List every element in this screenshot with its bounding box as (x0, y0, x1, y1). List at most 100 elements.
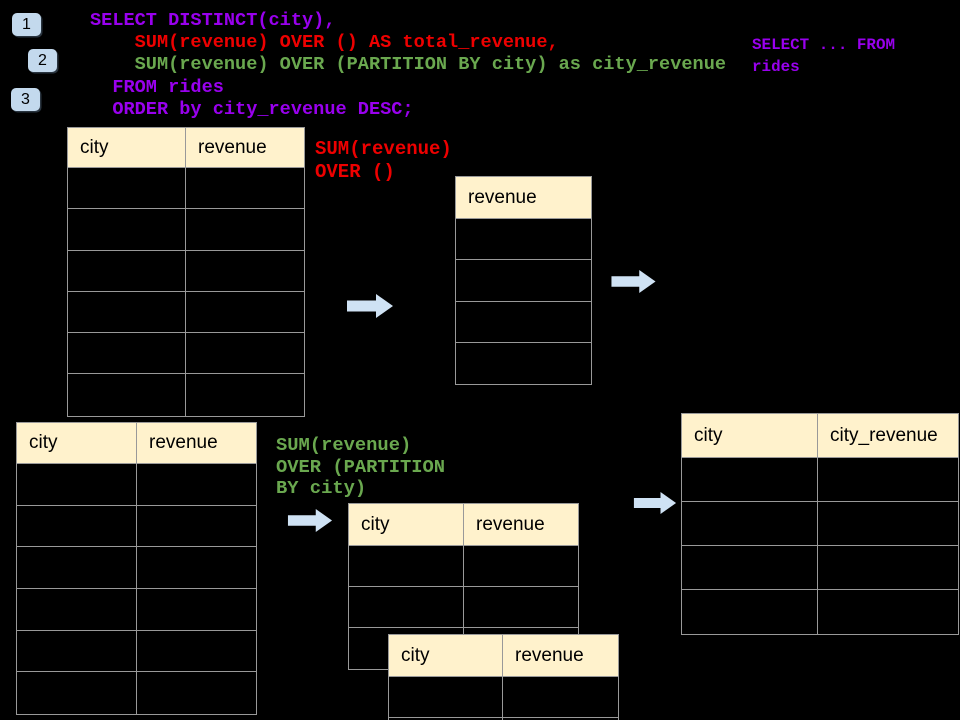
code-line: ORDER by city_revenue DESC; (90, 98, 414, 120)
code-line: BY city) (276, 477, 367, 499)
table-row (456, 260, 591, 302)
empty-cell (68, 168, 186, 210)
empty-cell (464, 587, 578, 628)
empty-cell (818, 502, 958, 546)
table-row (682, 458, 958, 502)
table-row (456, 301, 591, 343)
empty-cell (682, 590, 818, 634)
table-row (682, 590, 958, 634)
empty-cell (68, 209, 186, 251)
empty-cell (456, 342, 591, 385)
table-row (456, 219, 591, 261)
table-row (17, 672, 256, 715)
empty-cell (349, 587, 464, 628)
column-header-revenue: revenue (464, 504, 578, 546)
table-row (389, 718, 618, 720)
empty-cell (68, 333, 186, 375)
flow-arrow-total-result (611, 270, 656, 293)
empty-cell (503, 677, 618, 718)
step-badge-3: 3 (11, 88, 40, 111)
code-line: rides (752, 58, 800, 76)
empty-cell (186, 168, 304, 210)
empty-cell (682, 458, 818, 502)
table-row (68, 209, 304, 251)
empty-cell (17, 672, 137, 715)
column-header-city: city (389, 635, 503, 677)
empty-cell (186, 291, 304, 334)
table-row (349, 587, 578, 628)
empty-cell (682, 502, 818, 546)
column-header-revenue: revenue (456, 177, 591, 219)
empty-cell (17, 630, 137, 673)
column-header-revenue: revenue (186, 128, 304, 168)
table-row (17, 464, 256, 506)
table-row (17, 630, 256, 673)
empty-cell (682, 546, 818, 590)
sql-query-block: SELECT DISTINCT(city), SUM(revenue) OVER… (90, 10, 726, 121)
empty-cell (818, 458, 958, 502)
empty-cell (68, 374, 186, 416)
flow-arrow-partition-result (633, 492, 677, 514)
code-line: SUM(revenue) (276, 434, 412, 456)
code-line: SUM(revenue) OVER (PARTITION BY city) as… (90, 54, 727, 76)
empty-cell (17, 464, 137, 506)
step-badge-1: 1 (12, 13, 41, 36)
flow-arrow-partition-step (287, 509, 333, 532)
total-revenue-label: SUM(revenue)OVER () (315, 138, 452, 184)
empty-cell (503, 718, 618, 720)
code-line: SELECT DISTINCT(city), (90, 10, 336, 31)
table-row (17, 589, 256, 631)
empty-cell (137, 505, 256, 548)
empty-cell (137, 630, 256, 673)
code-line: SUM(revenue) (315, 138, 452, 160)
table-row (389, 677, 618, 718)
table-row (682, 502, 958, 546)
empty-cell (818, 590, 958, 634)
empty-cell (186, 209, 304, 251)
table-row (682, 546, 958, 590)
column-header-city_revenue: city_revenue (818, 414, 958, 458)
table-row (17, 505, 256, 548)
empty-cell (186, 250, 304, 292)
empty-cell (137, 672, 256, 715)
empty-cell (456, 219, 591, 261)
empty-cell (186, 333, 304, 375)
code-line: FROM rides (90, 76, 224, 98)
empty-cell (389, 718, 503, 720)
table-row (17, 547, 256, 590)
column-header-city: city (68, 128, 186, 168)
column-header-revenue: revenue (137, 423, 256, 464)
table-row (68, 168, 304, 210)
table-row (68, 291, 304, 334)
empty-cell (17, 589, 137, 631)
table-row (68, 333, 304, 375)
table-total-revenue-step: revenue (455, 176, 592, 386)
code-line: OVER (PARTITION (276, 455, 446, 478)
column-header-city: city (349, 504, 464, 546)
empty-cell (137, 464, 256, 506)
column-header-city: city (682, 414, 818, 458)
empty-cell (349, 546, 464, 587)
column-header-revenue: revenue (503, 635, 618, 677)
empty-cell (389, 677, 503, 718)
flow-arrow-total-step (347, 294, 393, 318)
code-line: SUM(revenue) OVER () AS total_revenue, (90, 32, 559, 54)
table-row (68, 250, 304, 292)
empty-cell (68, 250, 186, 292)
empty-cell (456, 260, 591, 302)
table-row (456, 342, 591, 385)
sql-side-note: SELECT ... FROM rides (752, 34, 895, 78)
empty-cell (818, 546, 958, 590)
empty-cell (186, 374, 304, 416)
table-row (349, 546, 578, 587)
empty-cell (137, 589, 256, 631)
code-line: SELECT ... FROM (752, 36, 896, 54)
